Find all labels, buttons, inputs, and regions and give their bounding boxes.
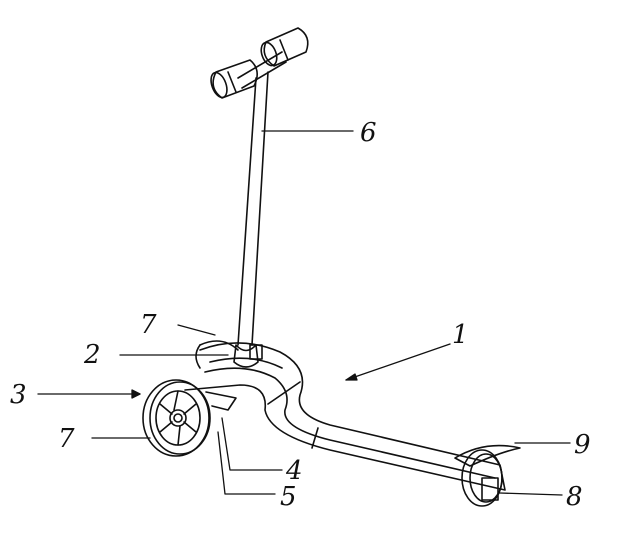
label-5: 5 — [280, 484, 297, 510]
label-7-top: 7 — [140, 312, 157, 338]
front-wheels — [143, 341, 238, 456]
deck — [185, 343, 505, 490]
label-7-bottom: 7 — [58, 426, 75, 452]
label-4: 4 — [286, 458, 303, 484]
steering-stem — [234, 72, 268, 367]
label-8: 8 — [566, 484, 583, 510]
label-6: 6 — [360, 120, 377, 146]
label-1: 1 — [452, 322, 469, 348]
label-2: 2 — [84, 342, 101, 368]
label-9: 9 — [574, 432, 591, 458]
leader-lines — [38, 131, 570, 495]
label-3: 3 — [10, 382, 27, 408]
handlebar — [208, 28, 308, 100]
